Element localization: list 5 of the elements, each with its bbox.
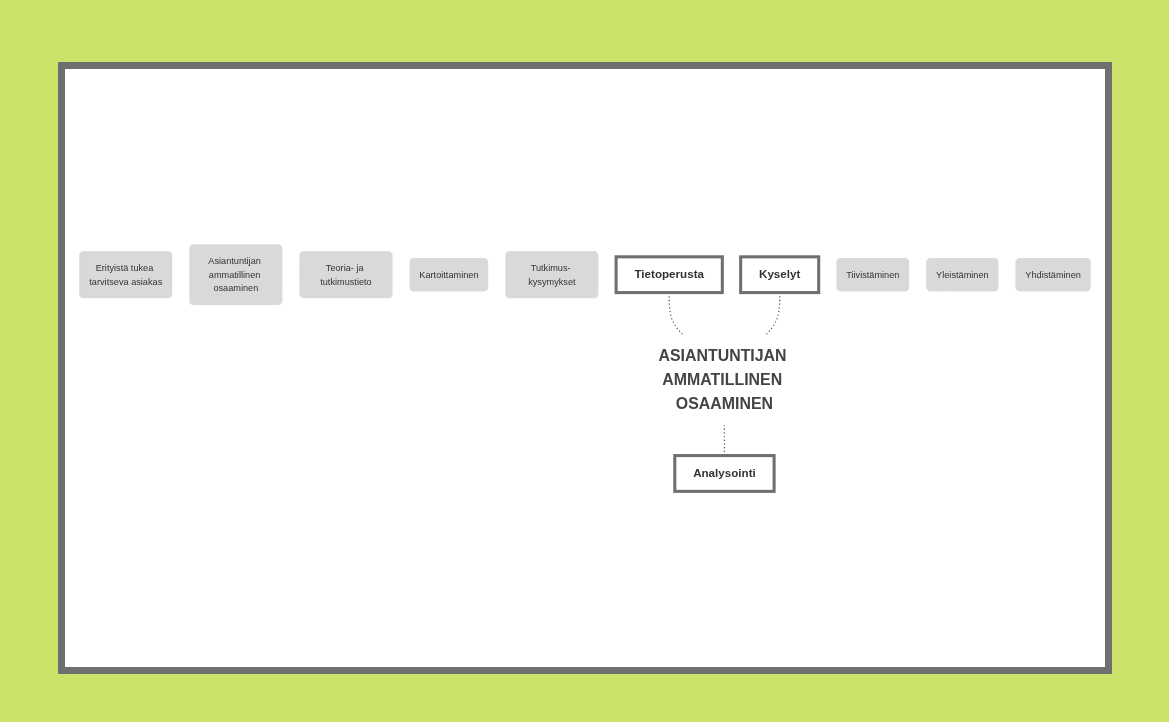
node-box	[739, 255, 821, 294]
node-box	[673, 453, 776, 493]
frame-panel: Erityistä tukea tarvitseva asiakas Asiantuntijan ammatillinen osaaminen Teoria- ja tutkimustieto Kartoittaminen Tutkimus- kysymykset Tietoperusta Kyselyt ASIANTUNTIJAN AMMATILLINEN OSAAMINEN Analysointi Tiivistäminen Yleistäminen Yhdistäminen	[58, 62, 1112, 674]
node-text: ASIANTUNTIJAN AMMATILLINEN OSAAMINEN	[658, 346, 787, 413]
node-box	[614, 255, 724, 294]
